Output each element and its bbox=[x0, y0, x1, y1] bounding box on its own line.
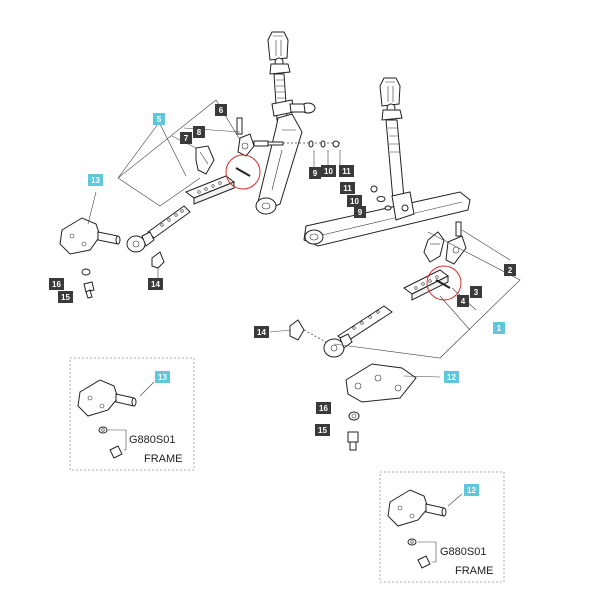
callout-14a: 14 bbox=[148, 278, 163, 290]
callout-1: 1 bbox=[493, 322, 505, 334]
svg-text:10: 10 bbox=[350, 197, 359, 206]
svg-text:4: 4 bbox=[461, 297, 466, 306]
svg-text:13: 13 bbox=[158, 373, 167, 382]
left-mounting-bracket bbox=[59, 191, 121, 299]
callout-7: 7 bbox=[180, 132, 192, 144]
callout-4: 4 bbox=[457, 295, 469, 307]
right-mounting-plate bbox=[345, 363, 441, 451]
svg-text:11: 11 bbox=[343, 184, 352, 193]
inset-right-part-code: G880S01 bbox=[440, 546, 486, 558]
inset-left-callout-13: 13 bbox=[155, 371, 170, 383]
svg-text:16: 16 bbox=[52, 280, 61, 289]
svg-text:15: 15 bbox=[318, 426, 327, 435]
callout-6: 6 bbox=[215, 104, 227, 116]
callout-15a: 15 bbox=[58, 291, 73, 303]
svg-text:9: 9 bbox=[313, 169, 318, 178]
svg-text:14: 14 bbox=[257, 328, 266, 337]
svg-text:10: 10 bbox=[324, 167, 333, 176]
callout-14b: 14 bbox=[254, 326, 269, 338]
callout-3: 3 bbox=[470, 286, 482, 298]
inset-left-part-label: FRAME bbox=[144, 453, 183, 465]
svg-text:3: 3 bbox=[474, 288, 479, 297]
callout-2: 2 bbox=[504, 264, 516, 276]
svg-text:15: 15 bbox=[61, 293, 70, 302]
right-stabilizer-assembly bbox=[289, 221, 467, 358]
callout-5: 5 bbox=[153, 113, 165, 125]
svg-text:11: 11 bbox=[342, 167, 351, 176]
callout-12a: 12 bbox=[444, 371, 459, 383]
left-lift-rod-assembly bbox=[255, 31, 316, 215]
svg-text:16: 16 bbox=[319, 404, 328, 413]
inset-frame-left: 13 G880S01 FRAME bbox=[69, 357, 195, 471]
callout-9b: 9 bbox=[354, 206, 366, 218]
leader-lines bbox=[117, 99, 521, 359]
callout-10a: 10 bbox=[321, 165, 336, 177]
inset-right-part-label: FRAME bbox=[455, 565, 494, 577]
callout-10b: 10 bbox=[347, 195, 362, 207]
svg-text:12: 12 bbox=[447, 373, 456, 382]
callout-16b: 16 bbox=[316, 402, 331, 414]
callout-16a: 16 bbox=[49, 278, 64, 290]
callout-11a: 11 bbox=[339, 165, 354, 177]
svg-text:1: 1 bbox=[497, 324, 502, 333]
svg-text:8: 8 bbox=[197, 128, 202, 137]
left-stabilizer-assembly bbox=[126, 117, 261, 278]
left-pin-hardware bbox=[253, 140, 341, 170]
svg-text:13: 13 bbox=[91, 176, 100, 185]
callout-15b: 15 bbox=[315, 424, 330, 436]
inset-frame-right: 12 G880S01 FRAME bbox=[379, 471, 505, 583]
right-lift-rod-assembly bbox=[379, 77, 405, 201]
svg-text:5: 5 bbox=[157, 115, 162, 124]
svg-text:2: 2 bbox=[508, 266, 513, 275]
callout-8: 8 bbox=[193, 126, 205, 138]
svg-text:6: 6 bbox=[219, 106, 224, 115]
svg-text:9: 9 bbox=[358, 208, 363, 217]
inset-right-callout-12: 12 bbox=[464, 484, 479, 496]
callout-11b: 11 bbox=[340, 182, 355, 194]
svg-text:7: 7 bbox=[184, 134, 189, 143]
inset-left-part-code: G880S01 bbox=[129, 434, 175, 446]
svg-text:12: 12 bbox=[467, 486, 476, 495]
callout-9a: 9 bbox=[309, 167, 321, 179]
svg-text:14: 14 bbox=[151, 280, 160, 289]
callout-13a: 13 bbox=[88, 174, 103, 186]
right-nut-washer-stack bbox=[370, 185, 392, 211]
drawbar-crossbar bbox=[303, 191, 471, 247]
